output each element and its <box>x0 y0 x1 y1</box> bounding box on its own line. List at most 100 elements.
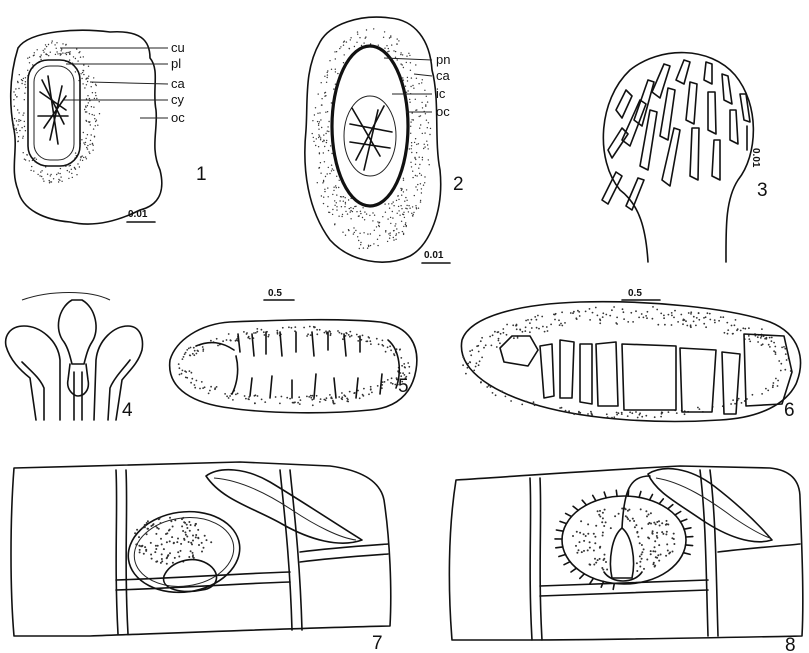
stipple-dot <box>323 180 324 181</box>
stipple-dot <box>623 318 625 320</box>
fig6-proglottid-outline <box>461 302 800 422</box>
stipple-dot <box>775 353 777 355</box>
stipple-dot <box>591 412 593 414</box>
stipple-dot <box>661 522 663 524</box>
stipple-dot <box>316 333 318 335</box>
stipple-dot <box>665 555 667 557</box>
stipple-dot <box>385 351 387 353</box>
stipple-dot <box>499 342 501 344</box>
stipple-dot <box>346 41 347 42</box>
stipple-dot <box>37 49 38 50</box>
stipple-dot <box>752 394 754 396</box>
stipple-dot <box>362 394 364 396</box>
stipple-dot <box>348 229 349 230</box>
stipple-dot <box>639 561 641 563</box>
stipple-dot <box>185 371 187 373</box>
stipple-dot <box>677 321 679 323</box>
stipple-dot <box>333 187 334 188</box>
stipple-dot <box>327 173 328 174</box>
stipple-dot <box>96 85 97 86</box>
fig7-stipple <box>134 517 212 565</box>
stipple-dot <box>326 397 328 399</box>
stipple-dot <box>87 134 88 135</box>
stipple-dot <box>416 78 417 79</box>
stipple-dot <box>339 332 341 334</box>
stipple-dot <box>363 247 364 248</box>
stipple-dot <box>201 542 203 544</box>
stipple-dot <box>347 213 348 214</box>
stipple-dot <box>318 146 319 147</box>
stipple-dot <box>341 216 342 217</box>
stipple-dot <box>216 338 218 340</box>
stipple-dot <box>418 168 419 169</box>
stipple-dot <box>190 382 192 384</box>
stipple-dot <box>667 550 669 552</box>
stipple-dot <box>318 93 319 94</box>
stipple-dot <box>17 81 18 82</box>
fig1-scale-label: 0.01 <box>128 209 148 220</box>
stipple-dot <box>744 328 746 330</box>
stipple-dot <box>339 48 340 49</box>
stipple-dot <box>427 144 428 145</box>
stipple-dot <box>377 221 378 222</box>
stipple-dot <box>318 137 319 138</box>
stipple-dot <box>373 28 374 29</box>
stipple-dot <box>613 416 615 418</box>
stipple-dot <box>158 528 160 530</box>
stipple-dot <box>87 105 88 106</box>
stipple-dot <box>246 332 248 334</box>
stipple-dot <box>99 101 100 102</box>
stipple-dot <box>94 98 95 99</box>
stipple-dot <box>14 106 15 107</box>
stipple-dot <box>415 159 416 160</box>
stipple-dot <box>490 386 492 388</box>
stipple-dot <box>489 336 491 338</box>
stipple-dot <box>529 322 531 324</box>
stipple-dot <box>391 44 392 45</box>
stipple-dot <box>654 540 656 542</box>
stipple-dot <box>323 140 324 141</box>
stipple-dot <box>87 81 88 82</box>
stipple-dot <box>186 536 188 538</box>
stipple-dot <box>639 566 641 568</box>
stipple-dot <box>538 328 540 330</box>
stipple-dot <box>656 535 658 537</box>
fig2-label-ca: ca <box>436 68 451 83</box>
stipple-dot <box>344 54 345 55</box>
stipple-dot <box>309 326 311 328</box>
stipple-dot <box>579 532 581 534</box>
stipple-dot <box>69 165 70 166</box>
stipple-dot <box>589 319 591 321</box>
stipple-dot <box>182 530 184 532</box>
stipple-dot <box>666 531 668 533</box>
stipple-dot <box>267 336 269 338</box>
stipple-dot <box>86 158 87 159</box>
stipple-dot <box>676 412 678 414</box>
fig5-number: 5 <box>398 376 409 397</box>
stipple-dot <box>732 333 734 335</box>
spine <box>593 495 596 500</box>
stipple-dot <box>147 528 149 530</box>
stipple-dot <box>62 52 63 53</box>
stipple-dot <box>647 311 649 313</box>
spine <box>659 499 663 504</box>
stipple-dot <box>336 187 337 188</box>
stipple-dot <box>685 320 687 322</box>
stipple-dot <box>334 403 336 405</box>
stipple-dot <box>599 516 601 518</box>
stipple-dot <box>85 156 86 157</box>
stipple-dot <box>467 367 469 369</box>
fig2-scale-label: 0.01 <box>424 250 444 261</box>
stipple-dot <box>476 362 478 364</box>
stipple-dot <box>327 70 328 71</box>
stipple-dot <box>572 535 574 537</box>
stipple-dot <box>325 92 326 93</box>
stipple-dot <box>398 206 399 207</box>
stipple-dot <box>388 233 389 234</box>
spine <box>573 506 578 510</box>
stipple-dot <box>408 366 410 368</box>
stipple-dot <box>360 242 361 243</box>
stipple-dot <box>390 349 392 351</box>
stipple-dot <box>672 551 674 553</box>
stipple-dot <box>370 386 372 388</box>
